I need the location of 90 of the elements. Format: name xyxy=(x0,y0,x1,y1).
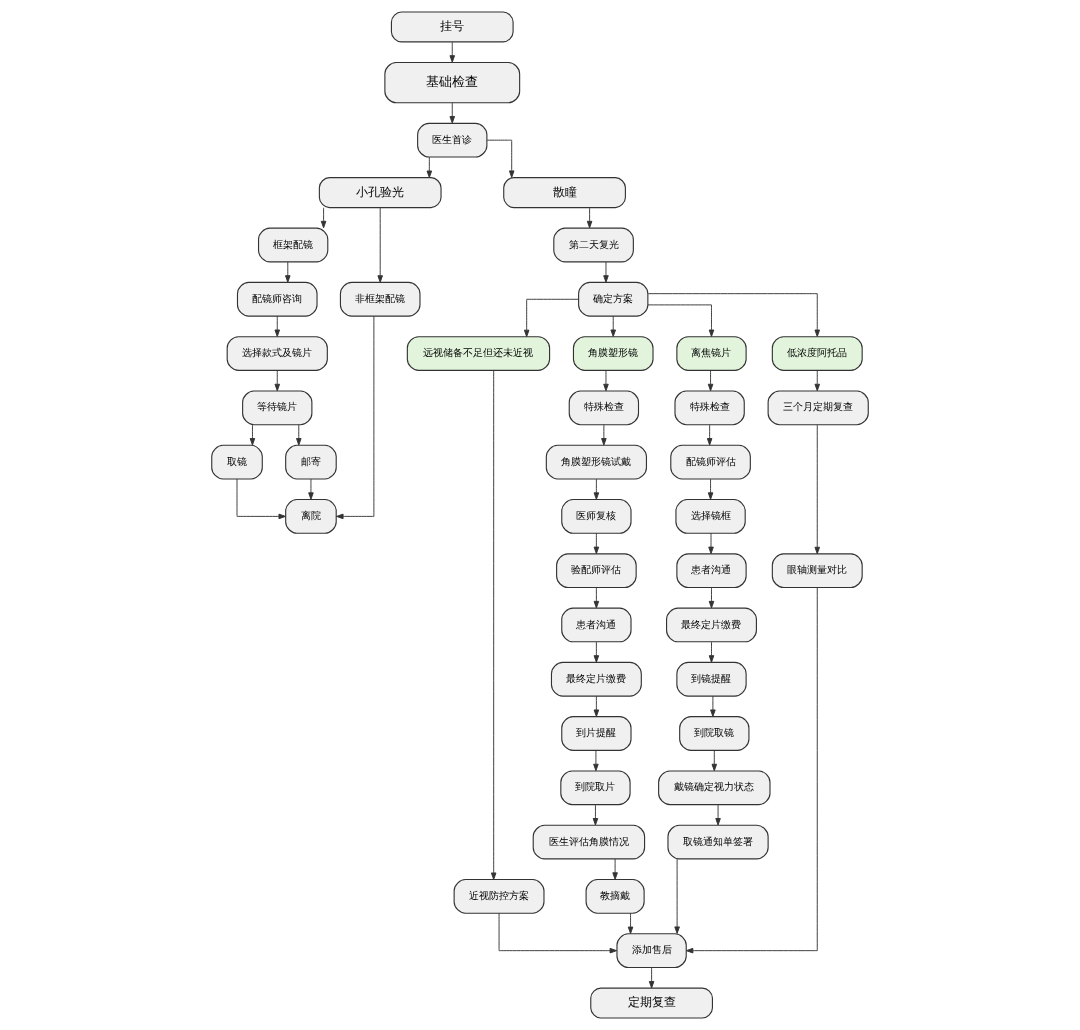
arrow xyxy=(601,424,607,446)
node-box: 三个月定期复查 xyxy=(767,390,869,426)
arrow xyxy=(498,912,618,954)
arrow xyxy=(627,912,634,935)
node-box: 离院 xyxy=(285,499,337,534)
node-box: 配镜师评估 xyxy=(670,444,751,480)
arrow xyxy=(274,369,281,392)
node-box: 基础检查 xyxy=(384,61,521,104)
arrow xyxy=(320,207,327,229)
node-box: 患者沟通 xyxy=(676,553,747,589)
arrow xyxy=(249,424,256,446)
arrow xyxy=(336,315,375,520)
node-box: 最终定片缴费 xyxy=(550,661,642,697)
arrow xyxy=(715,804,721,826)
arrow xyxy=(426,156,433,178)
node-box: 最终定片缴费 xyxy=(666,607,757,643)
node-box: 确定方案 xyxy=(578,281,649,317)
node-box: 小孔验光 xyxy=(318,177,442,209)
node-box: 取镜通知单签署 xyxy=(667,824,769,860)
node-box: 医生评估角膜情况 xyxy=(532,824,646,860)
arrow xyxy=(814,369,820,392)
arrow xyxy=(603,261,609,283)
arrow xyxy=(647,293,820,338)
node-box: 近视防控方案 xyxy=(453,878,545,914)
arrow xyxy=(708,532,714,555)
node-box: 角膜塑形镜试戴 xyxy=(545,444,647,480)
node-box: 选择款式及镜片 xyxy=(226,336,328,371)
node-box: 选择镜框 xyxy=(675,499,746,534)
arrow xyxy=(708,587,715,609)
arrow xyxy=(593,695,600,717)
arrow xyxy=(647,304,715,337)
node-box: 散瞳 xyxy=(503,177,626,209)
arrow xyxy=(707,478,714,500)
arrow xyxy=(708,641,715,663)
arrow xyxy=(377,207,383,283)
arrow xyxy=(593,532,600,555)
arrow xyxy=(486,139,515,178)
node-box: 挂号 xyxy=(390,11,514,43)
node-box: 到片提醒 xyxy=(561,716,632,751)
arrow xyxy=(593,749,599,772)
node-box: 邮寄 xyxy=(285,444,337,480)
node-box: 特殊检查 xyxy=(568,390,640,426)
node-box: 眼轴测量对比 xyxy=(771,553,863,589)
node-box: 定期复查 xyxy=(590,987,713,1019)
arrow xyxy=(593,641,600,663)
arrow xyxy=(603,369,609,392)
arrow xyxy=(612,858,618,880)
node-box: 第二天复光 xyxy=(553,227,634,263)
arrow xyxy=(236,478,286,520)
arrow xyxy=(685,587,818,954)
node-box: 到院取镜 xyxy=(679,716,750,751)
node-box: 配镜师咨询 xyxy=(236,281,318,317)
node-box: 患者沟通 xyxy=(561,607,632,643)
arrow xyxy=(586,207,593,229)
arrow xyxy=(706,424,713,446)
arrow xyxy=(710,695,716,717)
node-box: 医生首诊 xyxy=(417,122,488,158)
arrow xyxy=(285,261,291,283)
node-box: 框架配镜 xyxy=(258,227,329,263)
node-box: 添加售后 xyxy=(616,933,687,969)
arrow xyxy=(814,424,820,555)
arrow xyxy=(308,478,314,500)
node-box: 特殊检查 xyxy=(674,390,745,426)
node-box: 取镜 xyxy=(211,444,263,480)
arrow xyxy=(296,424,302,446)
node-box: 等待镜片 xyxy=(242,390,313,426)
node-box: 离焦镜片 xyxy=(676,336,747,371)
node-box: 戴镜确定视力状态 xyxy=(658,770,771,806)
node-box: 远视储备不足但还未近视 xyxy=(406,336,551,371)
node-box: 角膜塑形镜 xyxy=(572,336,654,371)
node-box: 教摘戴 xyxy=(585,878,645,914)
node-box: 验配师评估 xyxy=(556,553,637,589)
node-box: 到镜提醒 xyxy=(676,661,747,697)
arrow xyxy=(449,102,456,124)
node-box: 到院取片 xyxy=(560,770,631,806)
arrow xyxy=(449,41,456,63)
arrow xyxy=(523,298,579,338)
arrow xyxy=(648,967,655,989)
arrow xyxy=(610,315,616,337)
arrow xyxy=(274,315,281,337)
arrow xyxy=(711,749,718,772)
arrow xyxy=(490,370,497,880)
node-box: 非框架配镜 xyxy=(339,281,421,317)
arrow xyxy=(707,369,714,392)
arrow xyxy=(674,858,680,934)
node-box: 医师复核 xyxy=(561,499,632,534)
arrow xyxy=(592,804,599,826)
arrow xyxy=(593,587,600,609)
arrow xyxy=(593,478,600,500)
node-box: 低浓度阿托品 xyxy=(771,336,863,371)
